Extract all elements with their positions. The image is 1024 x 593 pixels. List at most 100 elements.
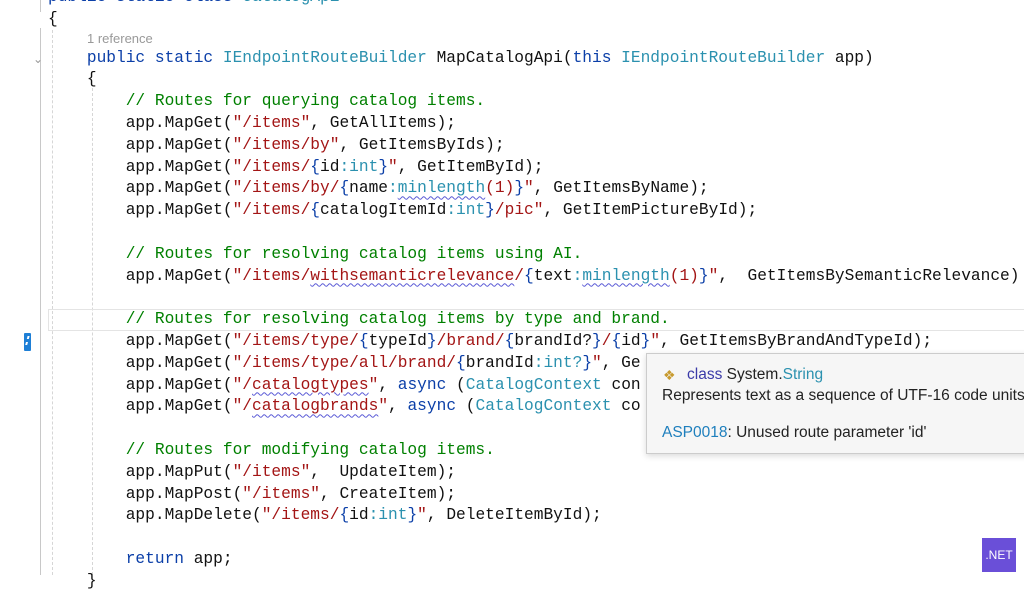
code-line[interactable]: // Routes for modifying catalog items.	[48, 440, 495, 462]
code-token: , Ge	[601, 353, 641, 372]
code-line[interactable]: {	[48, 69, 97, 91]
code-token: catalogtypes	[252, 375, 369, 394]
code-token: app.MapPut(	[48, 462, 233, 481]
code-line[interactable]: {	[48, 9, 58, 31]
code-token: }	[592, 332, 602, 350]
code-line[interactable]: public static IEndpointRouteBuilder MapC…	[48, 48, 874, 70]
code-token: }	[378, 157, 389, 176]
code-token: {	[48, 9, 58, 28]
code-token: withsemanticrelevance	[310, 266, 515, 285]
code-token: {	[310, 201, 321, 220]
code-line[interactable]: app.MapGet("/items/type/all/brand/{brand…	[48, 353, 641, 375]
code-token: {	[611, 332, 622, 350]
class-icon: ❖	[663, 367, 676, 383]
code-token: IEndpointRouteBuilder	[222, 48, 437, 67]
code-token: , GetItemsBySemanticRelevance)	[718, 266, 1020, 285]
code-token: "/	[232, 375, 253, 394]
code-line[interactable]: app.MapGet("/items/withsemanticrelevance…	[48, 266, 1020, 288]
code-line[interactable]: app.MapPut("/items", UpdateItem);	[48, 462, 456, 484]
code-token: :	[388, 179, 398, 198]
code-token: // Routes for resolving catalog items us…	[125, 244, 583, 263]
code-line[interactable]: // Routes for resolving catalog items by…	[48, 309, 670, 331]
code-token: /pic"	[494, 201, 544, 220]
code-token: , UpdateItem);	[310, 462, 457, 481]
code-token: app.MapGet(	[48, 375, 233, 394]
code-token: "/items/	[232, 266, 311, 285]
code-token: app.MapGet(	[48, 179, 233, 198]
code-token: id	[349, 506, 369, 525]
indent-guide	[52, 30, 53, 575]
code-token: :int	[339, 157, 379, 176]
code-token: "/items/	[261, 506, 340, 525]
code-line[interactable]: app.MapGet("/items/by", GetItemsByIds);	[48, 135, 505, 157]
code-token: text	[533, 266, 573, 285]
code-token: {	[310, 157, 321, 176]
code-line[interactable]: app.MapGet("/items/type/{typeId}/brand/{…	[48, 331, 932, 353]
code-token: :	[572, 266, 583, 285]
code-line[interactable]: app.MapGet("/items/{id:int}", GetItemByI…	[48, 157, 544, 179]
code-token: app.MapGet(	[48, 114, 233, 132]
code-token: , GetItemById);	[397, 157, 544, 176]
code-token: , CreateItem);	[320, 484, 457, 503]
code-token: MapCatalogApi(	[436, 48, 573, 67]
code-token: CatalogContext	[465, 375, 612, 394]
code-token: (	[456, 375, 466, 394]
code-token: "/items/type/	[232, 332, 359, 350]
diagnostic-code-link[interactable]: ASP0018	[662, 424, 728, 441]
code-token: ,	[388, 397, 408, 416]
code-line[interactable]: app.MapGet("/items/{catalogItemId:int}/p…	[48, 200, 757, 222]
code-token	[48, 245, 126, 263]
code-token: /	[514, 266, 525, 285]
code-token: :int?	[533, 353, 583, 372]
code-line[interactable]: app.MapDelete("/items/{id:int}", DeleteI…	[48, 505, 602, 527]
code-token: {	[48, 70, 97, 89]
code-token: name	[349, 179, 389, 198]
code-token: ,	[378, 375, 398, 394]
code-token: (1)	[485, 179, 515, 198]
code-line[interactable]: app.MapGet("/catalogtypes", async (Catal…	[48, 375, 641, 397]
code-token: {	[456, 353, 466, 372]
code-line[interactable]: app.MapGet("/items", GetAllItems);	[48, 113, 456, 135]
code-token: :int	[368, 506, 408, 525]
code-token: con	[611, 375, 641, 394]
code-token: }	[426, 332, 437, 350]
tooltip-keyword: class	[687, 366, 723, 383]
code-line[interactable]: app.MapGet("/catalogbrands", async (Cata…	[48, 396, 641, 418]
code-token: app.MapGet(	[48, 353, 233, 372]
tooltip-type[interactable]: String	[782, 366, 824, 383]
code-token: async	[397, 375, 457, 394]
code-line[interactable]: app.MapGet("/items/by/{name:minlength(1)…	[48, 178, 709, 200]
code-token: , GetItemsByBrandAndTypeId);	[660, 332, 933, 350]
code-token: }	[48, 571, 97, 590]
dotnet-badge: .NET	[982, 538, 1016, 572]
code-token: return	[125, 550, 194, 568]
code-token: async	[407, 397, 466, 416]
code-token: {	[524, 266, 534, 285]
collapse-chevron-icon[interactable]: ⌄	[33, 52, 44, 66]
code-token: "/items/by/	[232, 179, 340, 198]
code-token: "	[417, 506, 427, 525]
code-line[interactable]: return app;	[48, 549, 233, 571]
code-line[interactable]: app.MapPost("/items", CreateItem);	[48, 484, 456, 506]
code-token: this	[572, 48, 622, 67]
code-line[interactable]: // Routes for resolving catalog items us…	[48, 244, 583, 266]
codelens-references[interactable]: 1 reference	[87, 31, 153, 46]
code-line[interactable]: // Routes for querying catalog items.	[48, 91, 485, 113]
diagnostic-message: : Unused route parameter 'id'	[727, 424, 927, 441]
code-token: co	[621, 397, 641, 416]
current-line-highlight	[48, 309, 1024, 331]
code-token: }	[582, 353, 593, 372]
quick-action-marker-icon[interactable]	[24, 333, 31, 351]
code-token: // Routes for modifying catalog items.	[125, 441, 495, 459]
quickinfo-tooltip: ❖ class System.String Represents text as…	[646, 353, 1024, 454]
code-token: {	[339, 506, 350, 525]
code-token: "/items"	[232, 114, 311, 132]
code-token: app;	[193, 550, 233, 568]
code-token: "/items"	[242, 484, 321, 503]
code-token: , DeleteItemById);	[426, 506, 602, 525]
code-token: app.MapGet(	[48, 157, 233, 176]
code-line[interactable]: public static class CatalogApi	[48, 0, 339, 9]
code-line[interactable]: }	[48, 571, 97, 593]
code-token: app.MapGet(	[48, 201, 233, 220]
